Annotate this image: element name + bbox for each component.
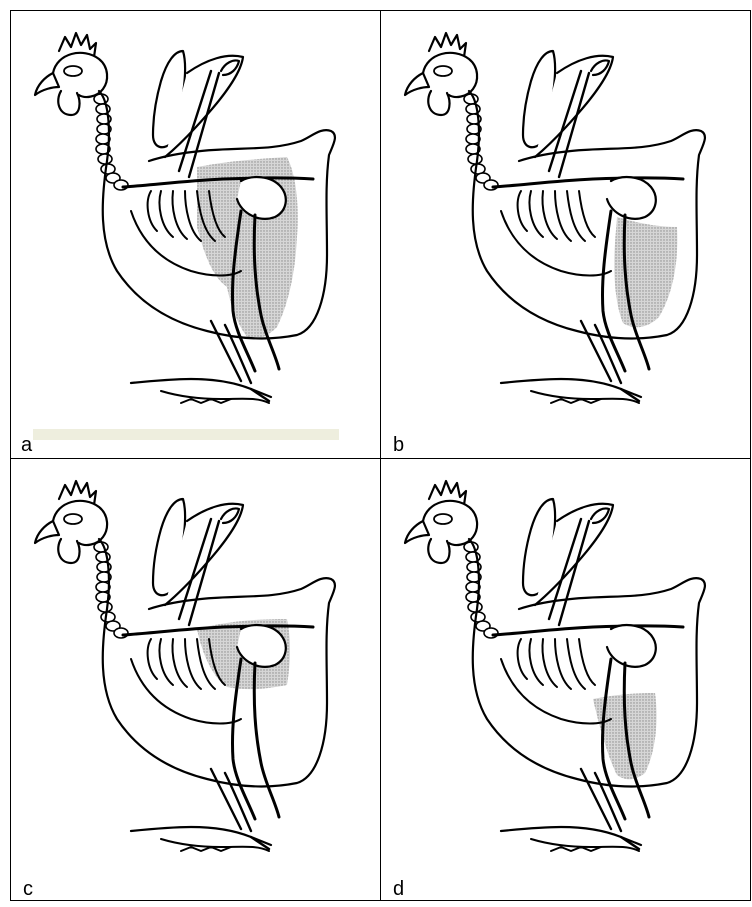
chicken-skeleton-d: [381, 459, 751, 907]
panel-label-b: b: [393, 435, 404, 455]
chicken-skeleton-c: [11, 459, 381, 907]
chicken-skeleton-a: [11, 11, 381, 459]
chicken-skeleton-b: [381, 11, 751, 459]
highlight-bar: [33, 429, 339, 440]
panel-a: a: [11, 11, 381, 459]
panel-d: d: [381, 459, 751, 907]
panel-label-d: d: [393, 879, 404, 899]
panel-label-a: a: [21, 435, 32, 455]
panel-b: b: [381, 11, 751, 459]
panel-c: c: [11, 459, 381, 907]
panel-label-c: c: [23, 879, 33, 899]
